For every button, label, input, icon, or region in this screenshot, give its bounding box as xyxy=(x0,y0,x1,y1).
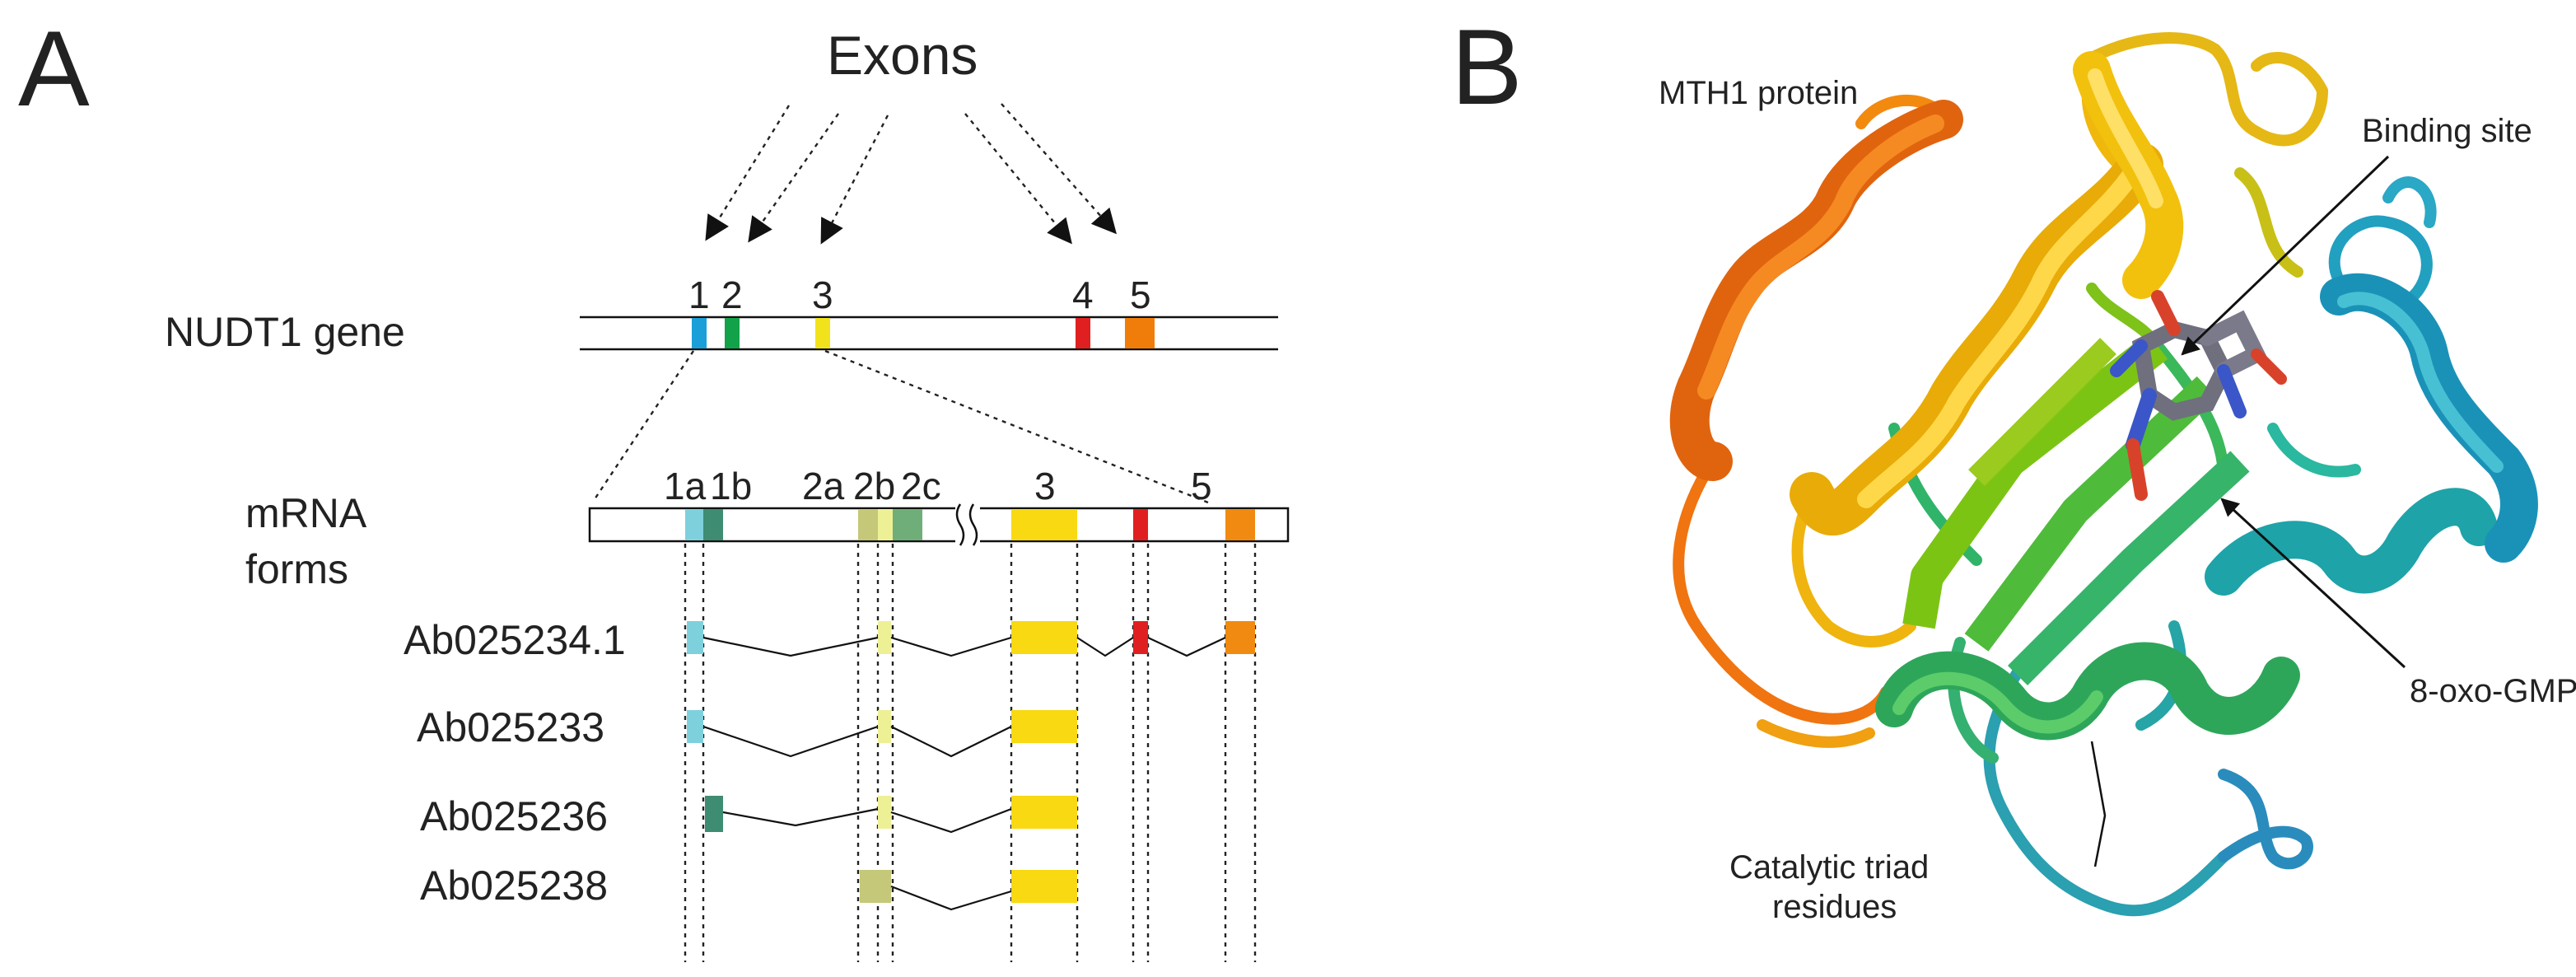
exon-arrow-1 xyxy=(705,105,791,241)
exon-pointer-arrows xyxy=(705,103,1117,245)
exon-2b xyxy=(878,621,891,654)
mrna-exon-2c xyxy=(893,509,922,540)
transcript-ab025233: Ab025233 xyxy=(417,704,1077,758)
exon-2a xyxy=(860,870,891,903)
protein-label: MTH1 protein xyxy=(1659,75,1858,111)
mrna-exon-3 xyxy=(1011,509,1077,540)
binding-site-arrow xyxy=(2181,155,2390,356)
exon-2b xyxy=(878,710,891,743)
gene-exon-2 xyxy=(725,318,740,348)
mrna-exon-4 xyxy=(1133,509,1148,540)
mrna-exon-1b xyxy=(703,509,723,540)
exon-3 xyxy=(1011,621,1077,654)
gene-exon-5 xyxy=(1125,318,1155,348)
mrna-exon-label-1b: 1b xyxy=(710,465,752,507)
gene-exon-label-2: 2 xyxy=(721,273,743,316)
exon-4 xyxy=(1133,621,1148,654)
exon-3 xyxy=(1011,796,1077,829)
mrna-exon-2b xyxy=(878,509,893,540)
gene-exon-label-5: 5 xyxy=(1130,273,1151,316)
exons-title: Exons xyxy=(827,25,978,86)
exon-3 xyxy=(1011,870,1077,903)
exon-3 xyxy=(1011,710,1077,743)
nudt1-gene: NUDT1 gene 1 2 3 4 5 xyxy=(165,273,1278,506)
exon-arrow-3 xyxy=(820,115,889,245)
transcript-label: Ab025236 xyxy=(420,793,608,839)
mth1-protein-structure xyxy=(1669,32,2538,917)
transcript-label: Ab025233 xyxy=(417,704,604,750)
mrna-label-line2: forms xyxy=(245,546,348,592)
exon-1b xyxy=(705,796,723,832)
panel-b: B MTH1 protein xyxy=(1451,7,2576,925)
gene-exon-label-3: 3 xyxy=(812,273,833,316)
zoom-line-left xyxy=(594,350,694,500)
mrna-exon-label-1a: 1a xyxy=(664,465,707,507)
exon-guides xyxy=(684,544,1257,962)
catalytic-triad-bracket xyxy=(2090,741,2107,867)
mrna-label-line1: mRNA xyxy=(245,490,367,536)
transcript-ab025238: Ab025238 xyxy=(420,862,1077,911)
mrna-exon-label-2c: 2c xyxy=(901,465,941,507)
exon-arrow-2 xyxy=(748,113,839,243)
mrna-exon-5 xyxy=(1225,509,1255,540)
exon-5 xyxy=(1225,621,1255,654)
exon-arrow-4 xyxy=(964,113,1072,245)
exon-2b xyxy=(878,796,891,829)
panel-a-letter: A xyxy=(18,8,90,129)
transcript-ab025234-1: Ab025234.1 xyxy=(404,617,1255,663)
ligand-label: 8-oxo-GMP xyxy=(2410,673,2576,709)
zoom-line-right xyxy=(824,349,1213,506)
exon-1a xyxy=(687,710,703,743)
catalytic-triad-label-line1: Catalytic triad xyxy=(1729,849,1929,886)
mrna-exon-1a xyxy=(685,509,703,540)
mrna-exon-label-2a: 2a xyxy=(802,465,845,507)
ligand-arrow xyxy=(2220,498,2406,669)
mrna-exon-label-5: 5 xyxy=(1191,465,1212,507)
mrna-break-right xyxy=(968,503,978,546)
panel-b-letter: B xyxy=(1451,7,1523,127)
gene-exon-4 xyxy=(1076,318,1090,348)
mrna-break-left xyxy=(955,503,965,546)
gene-exon-1 xyxy=(692,318,707,348)
mrna-exon-label-2b: 2b xyxy=(853,465,895,507)
exon-arrow-5 xyxy=(1001,103,1117,235)
mrna-exon-2a xyxy=(858,509,878,540)
catalytic-triad-label-line2: residues xyxy=(1772,889,1897,925)
gene-label: NUDT1 gene xyxy=(165,309,405,355)
mrna-exon-label-3: 3 xyxy=(1034,465,1056,507)
panel-a: A Exons NUDT1 gene 1 2 3 4 5 xyxy=(18,8,1290,962)
gene-exon-3 xyxy=(815,318,830,348)
ligand-8-oxo-gmp xyxy=(2110,290,2287,501)
mrna-forms: mRNA forms 1a 1b 2a 2b 2c 3 5 xyxy=(245,465,1290,962)
exon-1a xyxy=(687,621,703,654)
binding-site-label: Binding site xyxy=(2362,113,2532,149)
gene-exon-label-1: 1 xyxy=(688,273,710,316)
transcript-label: Ab025234.1 xyxy=(404,617,626,663)
gene-exon-label-4: 4 xyxy=(1072,273,1094,316)
transcript-ab025236: Ab025236 xyxy=(420,793,1077,839)
transcript-label: Ab025238 xyxy=(420,862,608,909)
